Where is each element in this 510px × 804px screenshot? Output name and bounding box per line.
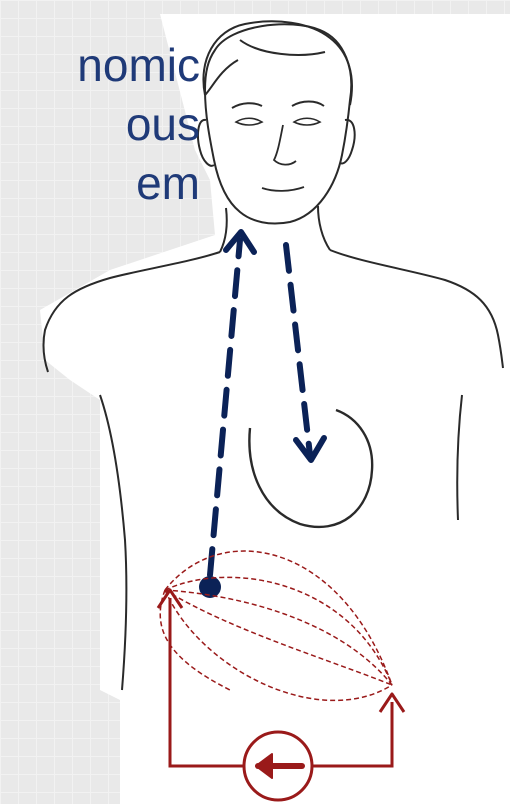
title-line-3: em (0, 154, 200, 213)
slide-title: nomic ous em (0, 36, 200, 213)
title-line-2: ous (0, 95, 200, 154)
circle-arrow-left-icon (244, 732, 312, 800)
title-line-1: nomic (0, 36, 200, 95)
dot-icon (199, 576, 221, 598)
